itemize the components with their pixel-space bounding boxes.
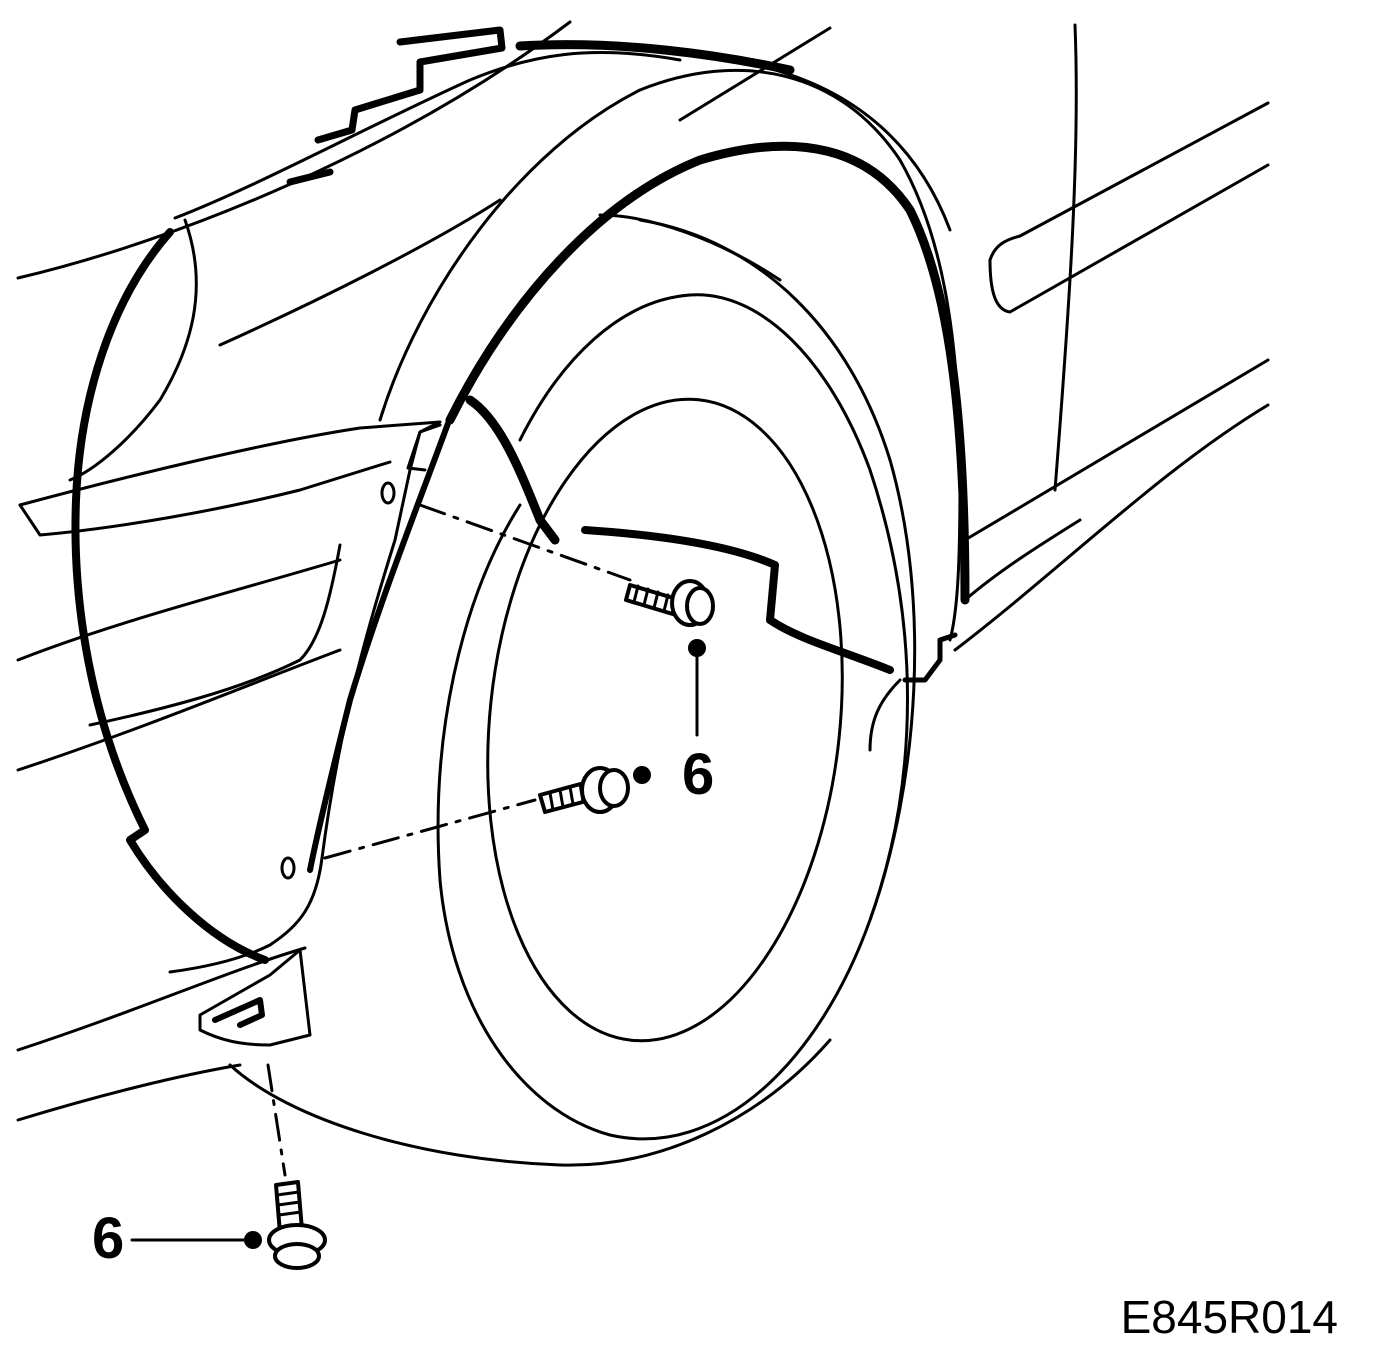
fender-outline [173, 26, 952, 232]
wheel-arch-liner [18, 218, 832, 1167]
alignment-lines [266, 503, 632, 1177]
wheel [436, 213, 917, 1141]
bolt-lower [267, 1180, 327, 1270]
wheel-rim [486, 397, 844, 1043]
callout-6-lower: 6 [92, 1206, 125, 1271]
leader-lines [130, 646, 699, 1242]
callout-6-upper: 6 [682, 742, 715, 807]
bolt-middle [538, 766, 630, 814]
figure-id-label: E845R014 [1120, 1291, 1338, 1343]
bolt-upper [624, 579, 715, 627]
door-and-sill-lines [953, 23, 1270, 652]
wheel-arch-opening [378, 68, 970, 752]
leader-dots [244, 639, 706, 1249]
